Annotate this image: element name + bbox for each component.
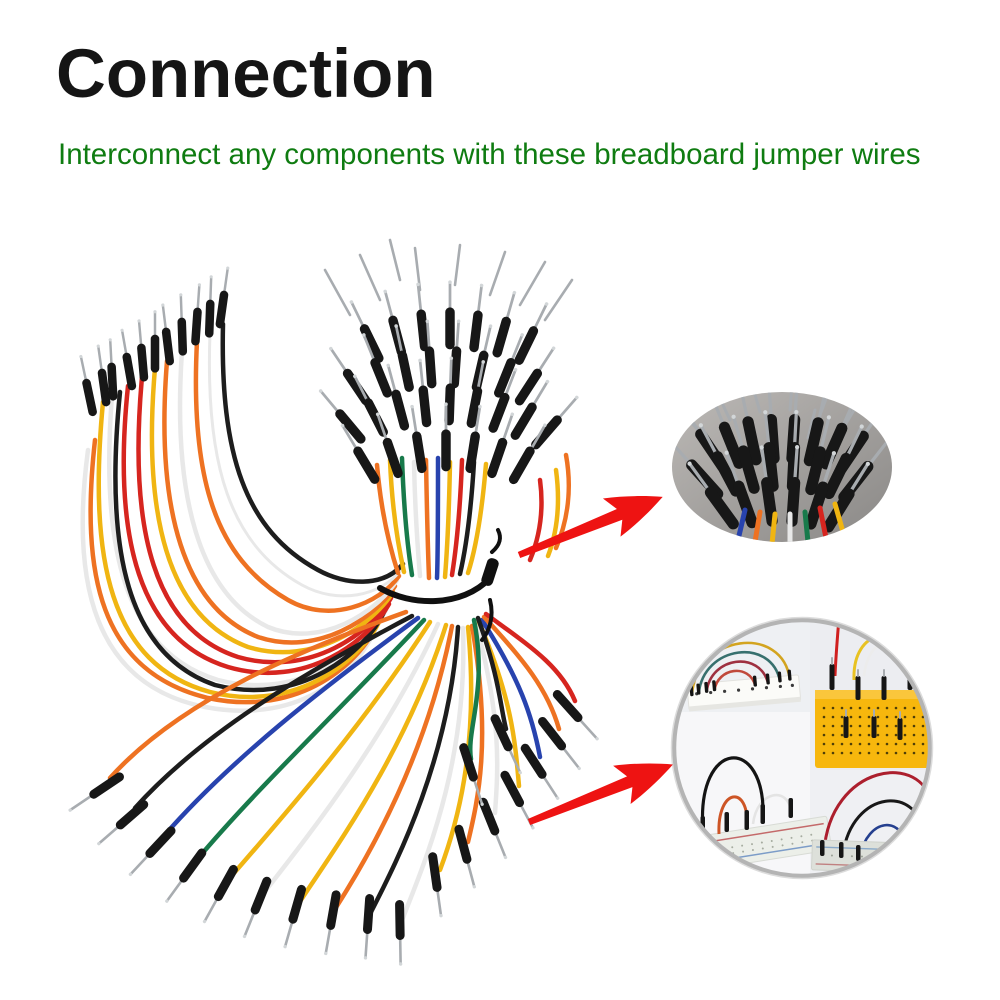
head-cluster: [314, 238, 583, 488]
bundle-strands: [374, 452, 572, 581]
bottom-fan-tips: [64, 686, 603, 968]
page-title: Connection: [56, 35, 436, 112]
bottom-fan-wires: [107, 609, 578, 921]
standing-pins: [829, 655, 913, 740]
arrow-to-usage-collage-icon: [521, 744, 681, 842]
jumper-wires-bundle-photo: [64, 238, 603, 968]
closeup-wire-stubs: [735, 501, 846, 542]
usage-collage-inset: [670, 616, 934, 880]
arrow-to-pins-closeup-icon: [511, 477, 671, 575]
pins-closeup-inset: [672, 392, 892, 542]
cable-tie: [377, 528, 502, 642]
page-subtitle: Interconnect any components with these b…: [58, 138, 921, 171]
collage-breadboard-arcs: [686, 641, 802, 712]
